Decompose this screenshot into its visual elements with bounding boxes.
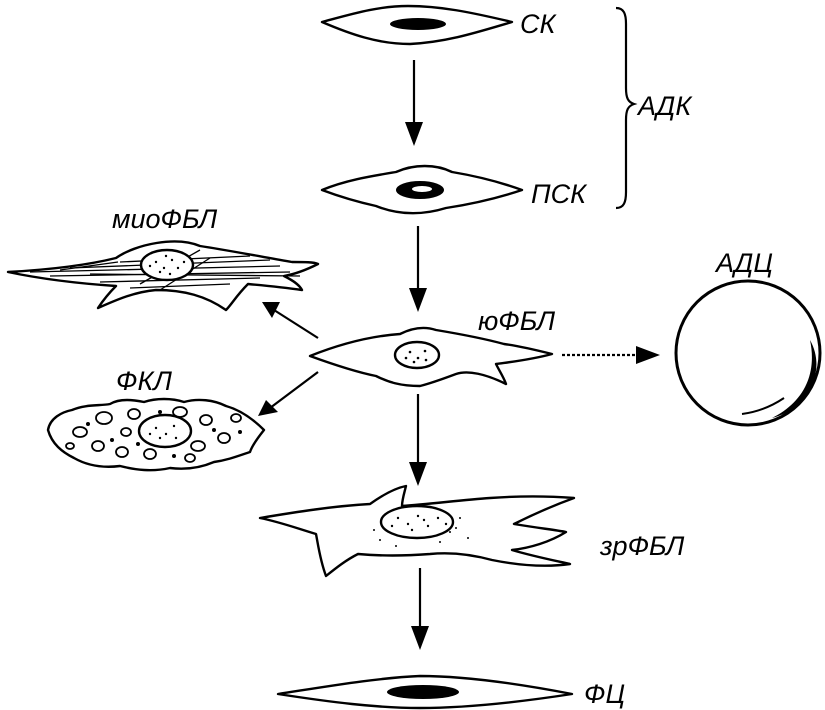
label-sk: СК	[520, 9, 557, 39]
arrow-yufbl-to-adc	[562, 346, 660, 364]
arrow-psk-to-yufbl	[409, 226, 427, 312]
fibrocyte	[276, 674, 574, 710]
mature-fibroblast-nucleus	[379, 504, 455, 540]
label-fkl: ФКЛ	[116, 366, 172, 396]
label-fc: ФЦ	[584, 679, 625, 709]
fibroclast-nucleus	[137, 413, 193, 449]
myofibroblast-nucleus	[139, 248, 195, 282]
arrow-sk-to-psk	[405, 60, 423, 146]
fibroclast-vacuoles	[65, 406, 242, 463]
label-zrfbl: зрФБЛ	[599, 531, 685, 561]
young-fibroblast	[308, 326, 554, 388]
arrow-yufbl-to-fkl	[258, 371, 319, 416]
arrow-yufbl-to-zrfbl	[409, 394, 427, 486]
stem-cell-nucleus	[390, 18, 446, 30]
fibrocyte-nucleus	[387, 685, 459, 699]
adk-bracket	[615, 6, 638, 210]
mature-fibroblast	[258, 484, 576, 578]
young-fibroblast-nucleus	[393, 340, 441, 370]
myofibroblast	[6, 240, 320, 312]
label-psk: ПСК	[531, 179, 588, 209]
fibroclast	[46, 397, 266, 472]
label-yufbl: юФБЛ	[478, 306, 555, 336]
label-miofbl: миоФБЛ	[112, 204, 218, 234]
arrow-yufbl-to-miofbl	[262, 302, 319, 339]
label-adk: АДК	[636, 91, 693, 121]
label-adc: АДЦ	[714, 248, 773, 278]
arrow-zrfbl-to-fc	[411, 568, 429, 650]
stem-cell	[320, 4, 514, 46]
adipocyte	[674, 279, 822, 427]
semi-stem-cell	[320, 164, 524, 215]
